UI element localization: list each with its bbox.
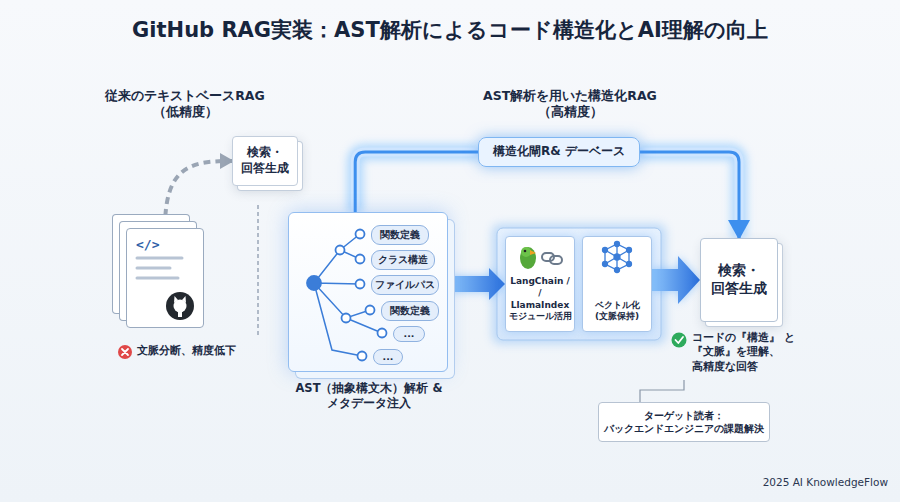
flow-glow: [355, 152, 478, 212]
database-band: 構造化閘R& デーベース: [478, 137, 640, 167]
result-box: 検索・ 回答生成: [700, 238, 778, 322]
leader-line: [640, 380, 684, 402]
flow-connector: [640, 152, 739, 238]
section-heading: 従来のテキストベースRAG （低精度）: [85, 88, 285, 121]
flow-ribbon: [640, 152, 739, 238]
ast-item: ファイルパス: [371, 275, 439, 295]
result-note: コードの『構造』 と『文脈』を理解、 高精度な回答: [692, 331, 822, 374]
vector-box: ベクトル化 (文脈保持): [582, 236, 652, 332]
ast-item: 関数定義: [371, 225, 429, 245]
node-text: 構造化閘R& デーベース: [493, 144, 625, 160]
ast-item: ...: [373, 349, 403, 365]
footer-credit: 2025 AI KnowledgeFlow: [763, 476, 888, 490]
divider-line: [257, 205, 259, 338]
tool-panel: [497, 228, 661, 340]
flow-connector: [355, 152, 478, 212]
node-text: 関数定義: [380, 229, 420, 241]
error-icon: [118, 345, 132, 359]
node-text: ファイルパス: [375, 279, 435, 291]
issue-note: 文脈分断、精度低下: [137, 344, 236, 358]
flow-glow: [640, 152, 739, 238]
flow-ribbon: [355, 152, 478, 212]
dashed-connector: [165, 161, 232, 228]
node-text: LangChain / / LlamaIndex モジュール活用: [509, 276, 572, 323]
node-text: </>: [136, 237, 159, 254]
node-text: 関数定義: [390, 305, 430, 317]
arrow-glow: [448, 268, 505, 300]
ast-panel: AST（抽象構文木）解析 & メタデータ注入関数定義クラス構造ファイルパス関数定…: [288, 212, 448, 372]
ast-item: クラス構造: [371, 250, 435, 270]
ast-item: ...: [393, 326, 425, 342]
check-icon: [672, 333, 687, 348]
ast-item: 関数定義: [381, 301, 439, 321]
node-text: 検索・ 回答生成: [703, 262, 775, 297]
panel-glow: [492, 224, 666, 344]
node-text: 検索・ 回答生成: [235, 145, 295, 176]
arrow-glow: [652, 256, 700, 304]
section-heading: AST解析を用いた構造化RAG （高精度）: [460, 88, 680, 121]
node-text: クラス構造: [378, 254, 428, 266]
node-text: ...: [404, 328, 415, 340]
block-arrow: [652, 256, 700, 304]
node-text: ベクトル化 (文脈保持): [586, 300, 648, 323]
target-box: ターゲット読者： バックエンドエンジニアの課題解決: [598, 402, 770, 442]
diagram-title: GitHub RAG実装：AST解析によるコード構造化とAI理解の向上: [0, 16, 900, 44]
result-box: 検索・ 回答生成: [232, 136, 298, 186]
source-document: </>: [126, 228, 204, 328]
node-text: ターゲット読者： バックエンドエンジニアの課題解決: [601, 409, 767, 435]
framework-box: LangChain / / LlamaIndex モジュール活用: [505, 236, 575, 332]
node-text: ...: [383, 351, 394, 363]
block-arrow: [448, 268, 505, 300]
node-text: AST（抽象構文木）解析 & メタデータ注入: [264, 381, 474, 411]
